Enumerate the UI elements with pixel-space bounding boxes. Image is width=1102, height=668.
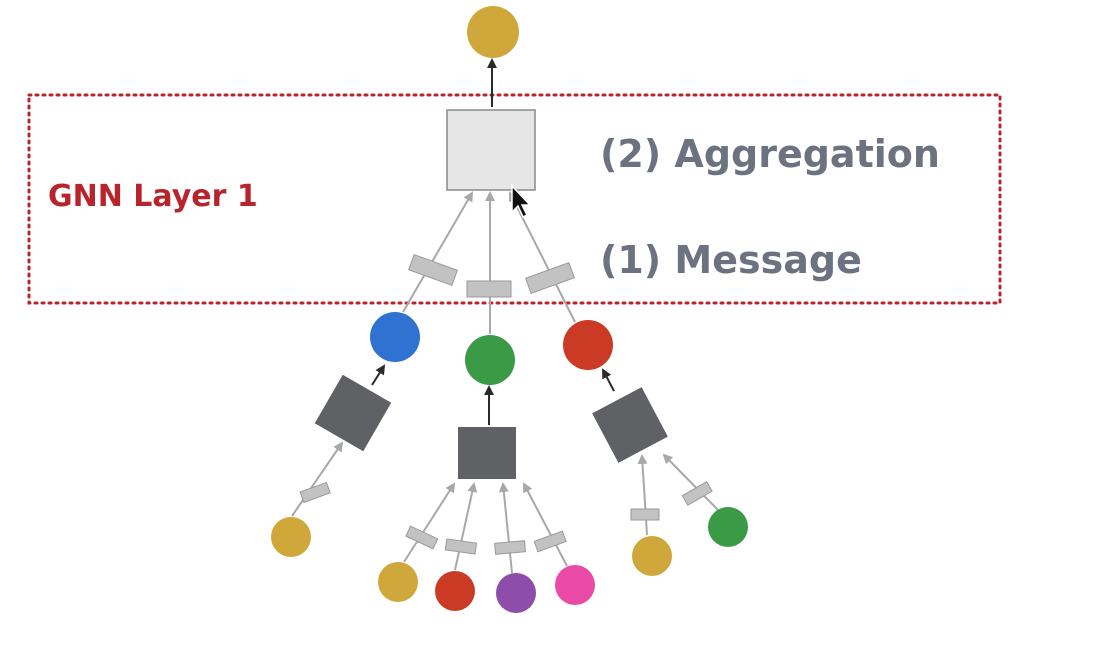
message-box-leaf-b1 bbox=[405, 525, 439, 550]
node-target bbox=[467, 6, 519, 58]
message-box-leaf-c1 bbox=[630, 508, 660, 521]
edge-right-aggregator-to-red bbox=[602, 368, 615, 392]
edge-red-to-aggregator bbox=[509, 191, 576, 323]
aggregator-box-left bbox=[314, 374, 392, 452]
edges-middle-leaves bbox=[403, 482, 568, 574]
node-leaf-c2 bbox=[708, 507, 748, 547]
edges-layer1 bbox=[402, 191, 576, 334]
node-leaf-c1 bbox=[632, 536, 672, 576]
message-box-leaf-c2 bbox=[681, 480, 713, 506]
node-neighbor-red bbox=[563, 320, 613, 370]
aggregation-label: (2) Aggregation bbox=[600, 132, 940, 176]
node-leaf-b2 bbox=[435, 571, 475, 611]
aggregator-box-middle bbox=[458, 427, 516, 479]
gnn-layer-label: GNN Layer 1 bbox=[48, 179, 258, 214]
message-box-red bbox=[525, 261, 575, 295]
node-leaf-b4 bbox=[555, 565, 595, 605]
node-leaf-a1 bbox=[271, 517, 311, 557]
message-box-leaf-b4 bbox=[533, 530, 567, 553]
message-label: (1) Message bbox=[600, 238, 862, 282]
edge-leaf-a1-to-left-aggregator bbox=[291, 441, 344, 517]
message-box-leaf-a1 bbox=[299, 481, 331, 504]
edge-leaf-c2-to-right-aggregator bbox=[662, 453, 719, 511]
node-leaf-b1 bbox=[378, 562, 418, 602]
message-box-leaf-b2 bbox=[444, 538, 478, 555]
mouse-pointer-icon bbox=[511, 184, 532, 219]
message-box-blue bbox=[408, 253, 458, 287]
message-box-green bbox=[466, 280, 512, 298]
edge-blue-to-aggregator bbox=[402, 191, 474, 313]
edge-left-aggregator-to-blue bbox=[371, 364, 386, 386]
aggregator-box-main bbox=[446, 109, 536, 191]
node-neighbor-blue bbox=[370, 312, 420, 362]
aggregator-box-right bbox=[592, 387, 668, 463]
node-neighbor-green bbox=[465, 335, 515, 385]
node-leaf-b3 bbox=[496, 573, 536, 613]
edge-leaf-c1-to-right-aggregator bbox=[637, 454, 648, 536]
message-box-leaf-b3 bbox=[494, 540, 527, 555]
gnn-layer-box bbox=[27, 93, 1002, 305]
